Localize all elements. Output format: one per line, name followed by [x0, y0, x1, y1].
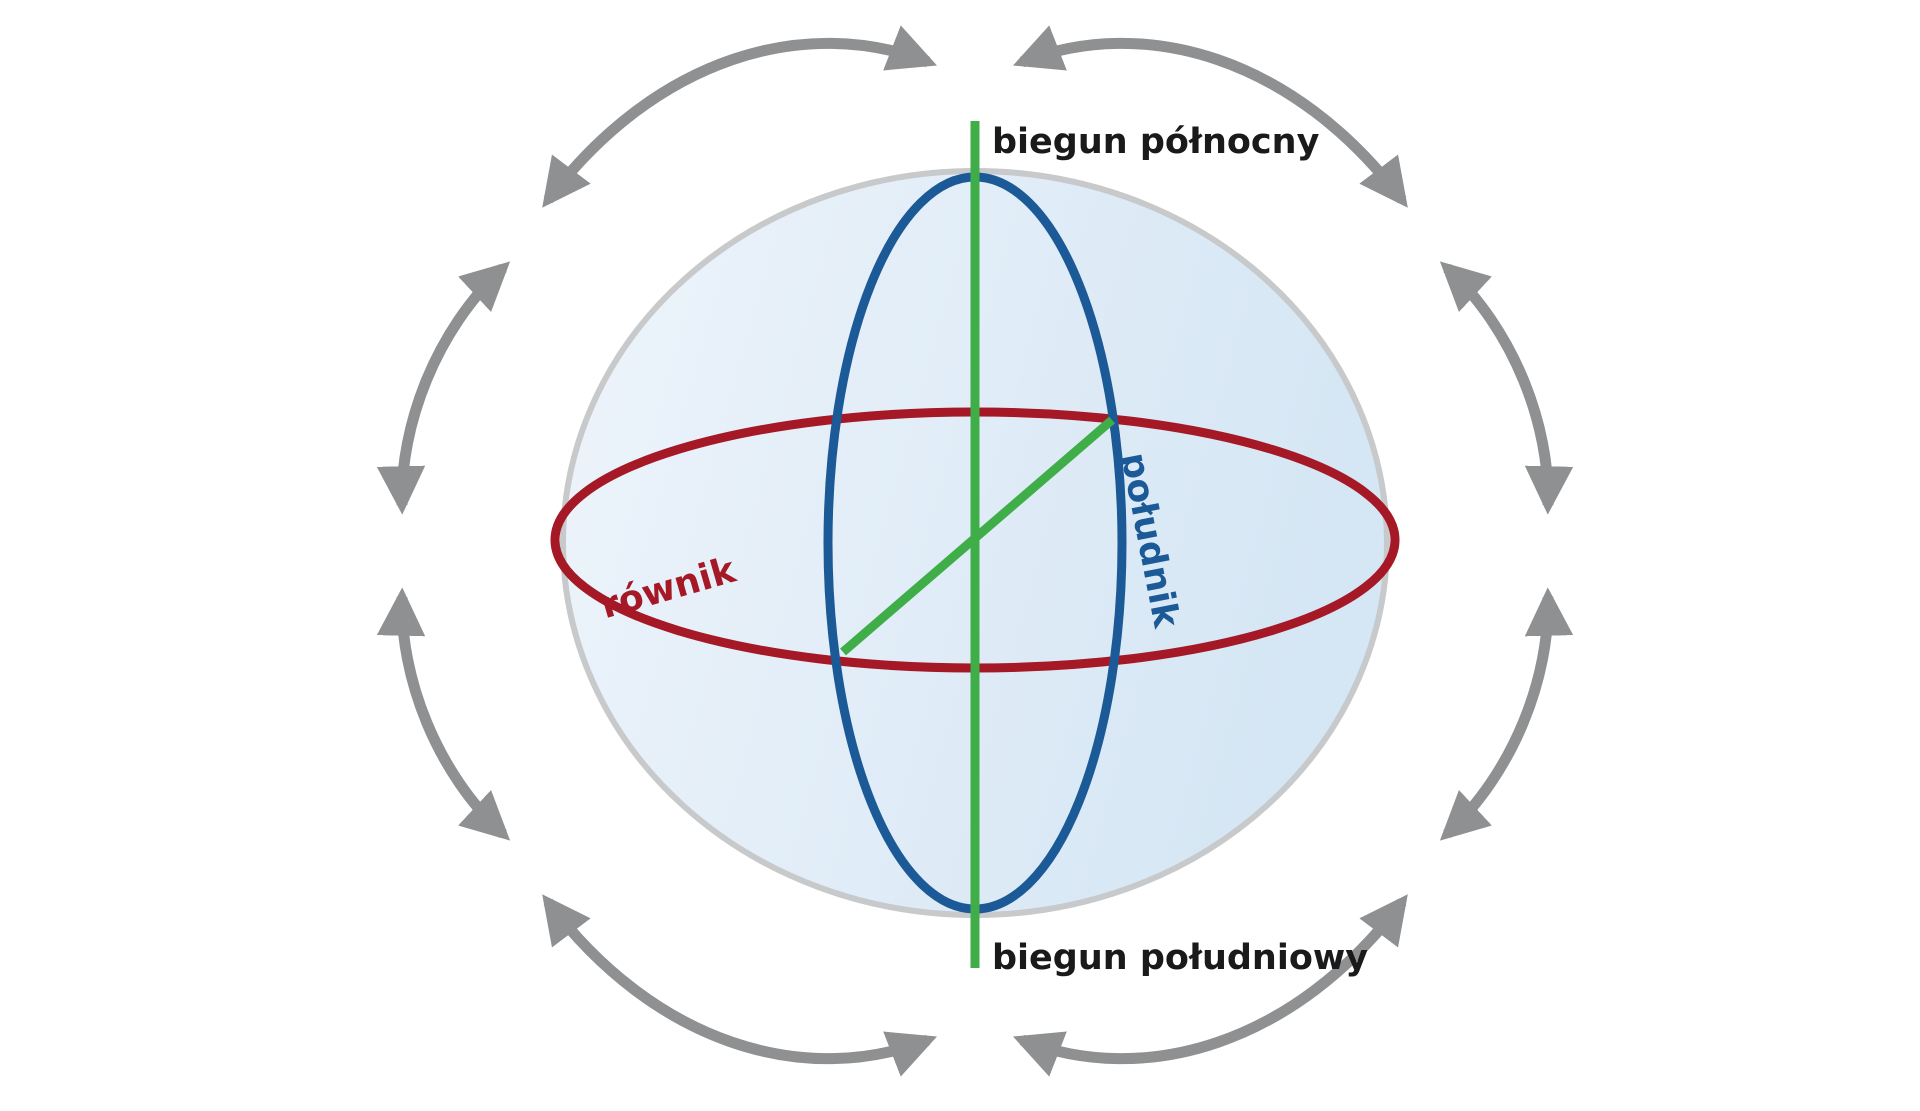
- north-pole-label: biegun północny: [992, 122, 1320, 162]
- arrow-arc-bottom-right-inner: [1439, 587, 1574, 841]
- south-pole-label: biegun południowy: [992, 938, 1368, 978]
- radius-line: [840, 416, 1115, 656]
- arrow-arc-top-left-inner: [376, 261, 511, 515]
- arrow-arc-top-left-outer: [542, 25, 938, 208]
- circulation-arrows-group: [376, 25, 1574, 1077]
- arrow-arc-bottom-right-outer: [1012, 894, 1408, 1077]
- arrow-arc-bottom-left-inner: [376, 587, 511, 841]
- arrow-arc-top-right-inner: [1439, 261, 1574, 515]
- arrow-arc-top-right-outer: [1012, 25, 1408, 208]
- arrow-arc-bottom-left-outer: [542, 894, 938, 1077]
